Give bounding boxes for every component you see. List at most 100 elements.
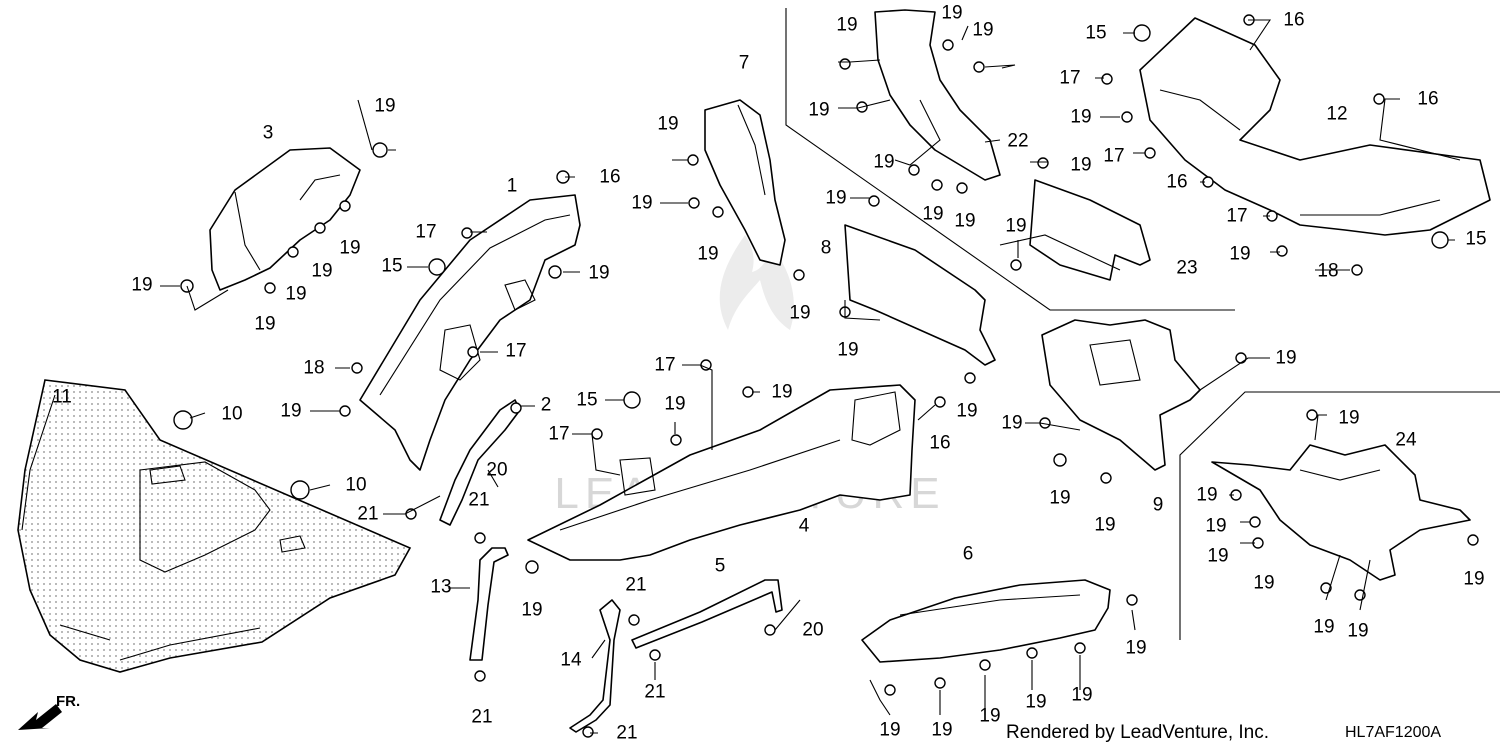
callout-19-an: 19: [1463, 569, 1484, 590]
callout-15: 15: [381, 256, 402, 277]
callout-19-d: 19: [285, 284, 306, 305]
callout-11: 11: [52, 387, 72, 408]
callout-19-j: 19: [657, 114, 678, 135]
callout-19-q: 19: [956, 401, 977, 422]
leader-lines: [160, 19, 1461, 734]
callout-6: 6: [963, 544, 974, 565]
callout-15b: 15: [576, 390, 597, 411]
front-label: FR.: [56, 693, 80, 710]
callout-19-u: 19: [808, 100, 829, 121]
callout-4: 4: [799, 516, 810, 537]
part-11-front-lower-cover: [17, 379, 412, 673]
callout-16d: 16: [1166, 172, 1187, 193]
callout-19-g: 19: [588, 263, 609, 284]
callout-18: 18: [303, 358, 324, 379]
callout-7: 7: [739, 53, 750, 74]
credit-text: Rendered by LeadVenture, Inc.: [1006, 722, 1269, 743]
callout-19-ai: 19: [1205, 516, 1226, 537]
callout-19-v: 19: [873, 152, 894, 173]
callout-9: 9: [1153, 495, 1164, 516]
callout-19-i: 19: [521, 600, 542, 621]
callout-19-at: 19: [1125, 638, 1146, 659]
callout-20: 20: [486, 460, 507, 481]
callout-19-al: 19: [1313, 617, 1334, 638]
callout-21f: 21: [471, 707, 492, 728]
callout-5: 5: [715, 556, 726, 577]
callout-14: 14: [560, 650, 582, 671]
part-5-rod: [631, 579, 783, 649]
fasteners: [173, 14, 1479, 738]
callout-21: 21: [468, 490, 489, 511]
callout-17e: 17: [1059, 68, 1080, 89]
callout-19-aa: 19: [1070, 107, 1091, 128]
callout-16e: 16: [929, 433, 950, 454]
callout-15c: 15: [1085, 23, 1106, 44]
callout-20b: 20: [802, 620, 823, 641]
callout-19-n: 19: [771, 382, 792, 403]
callout-19-x: 19: [954, 211, 975, 232]
callouts: 1 2 3 4 5 6 7 8 9 10 10 11 12 13 14 15 1…: [52, 3, 1486, 744]
callout-19-ad: 19: [1001, 413, 1022, 434]
callout-17g: 17: [1226, 206, 1247, 227]
callout-10: 10: [221, 404, 242, 425]
part-13-stay: [469, 547, 509, 661]
callout-21c: 21: [625, 575, 646, 596]
callout-8: 8: [821, 238, 832, 259]
callout-10b: 10: [345, 475, 366, 496]
callout-19-aj: 19: [1207, 546, 1228, 567]
callout-23: 23: [1176, 258, 1197, 279]
front-arrow-icon: [18, 704, 62, 730]
callout-18b: 19: [664, 394, 685, 415]
callout-19-p: 19: [837, 340, 858, 361]
callout-17: 17: [415, 222, 436, 243]
callout-1: 1: [507, 176, 518, 197]
part-24-lower-cover: [1211, 444, 1471, 581]
part-4-side-cover: [527, 384, 916, 561]
callout-2: 2: [541, 395, 552, 416]
callout-16c: 16: [1417, 89, 1438, 110]
callout-19-ap: 19: [931, 720, 952, 741]
callout-3: 3: [263, 123, 274, 144]
callout-19-k: 19: [631, 193, 652, 214]
part-9-lower-cover: [1041, 319, 1201, 471]
callout-21b: 21: [357, 504, 378, 525]
callout-19-t: 19: [972, 20, 993, 41]
callout-19-ao: 19: [879, 720, 900, 741]
callout-19-ab: 19: [1229, 244, 1250, 265]
callout-19-h: 19: [280, 401, 301, 422]
part-6-lower-molding: [861, 579, 1111, 663]
callout-17d: 17: [548, 424, 569, 445]
part-22-inner-cover: [874, 9, 1001, 181]
part-12-top-cover: [1139, 17, 1491, 236]
callout-13: 13: [430, 577, 451, 598]
callout-19-am: 19: [1347, 621, 1368, 642]
part-1-upper-side-panel: [359, 194, 581, 471]
callout-19-ag: 19: [1338, 408, 1359, 429]
callout-22: 22: [1007, 131, 1028, 152]
callout-12: 12: [1326, 104, 1347, 125]
callout-19-af: 19: [1094, 515, 1115, 536]
callout-19-r: 19: [836, 15, 857, 36]
callout-17b: 17: [505, 341, 526, 362]
callout-19-l: 19: [697, 244, 718, 265]
callout-21e: 21: [616, 723, 637, 744]
callout-19-ah: 19: [1196, 485, 1217, 506]
callout-19-ae: 19: [1049, 488, 1070, 509]
callout-21d: 21: [644, 682, 665, 703]
front-direction-indicator: FR.: [18, 693, 80, 730]
callout-19-a: 19: [374, 96, 395, 117]
callout-16b: 16: [1283, 10, 1304, 31]
callout-19-m: 19: [789, 303, 810, 324]
callout-19-o: 19: [825, 188, 846, 209]
callout-17f: 17: [1103, 146, 1124, 167]
callout-19-w: 19: [922, 204, 943, 225]
callout-17h: 18: [1317, 261, 1338, 282]
callout-19-aq: 19: [979, 706, 1000, 727]
diagram-code: HL7AF1200A: [1345, 724, 1441, 741]
callout-16: 16: [599, 167, 620, 188]
callout-19-c: 19: [311, 261, 332, 282]
callout-19-z: 19: [1005, 216, 1026, 237]
part-23-panel: [1029, 179, 1151, 281]
callout-15d: 15: [1465, 229, 1486, 250]
